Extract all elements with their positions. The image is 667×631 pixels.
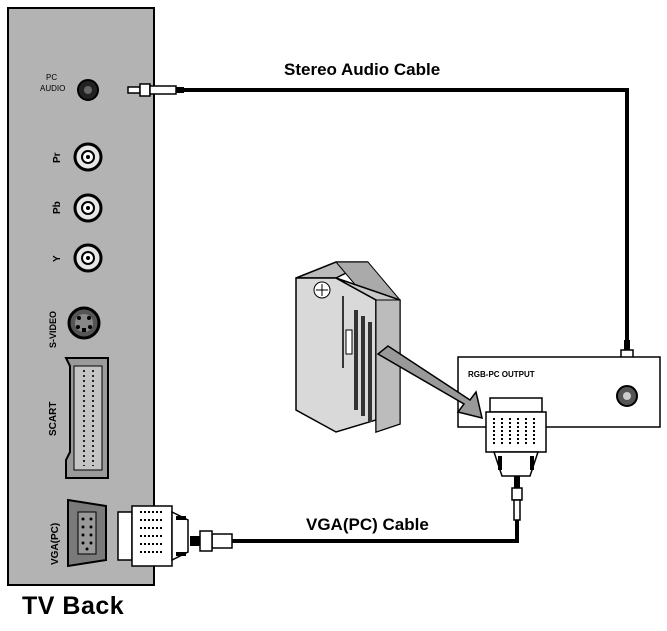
s-video-label: S-VIDEO [48,311,58,348]
pc-tower [295,261,402,434]
rgb-pc-output-label: RGB-PC OUTPUT [468,370,535,379]
tv-back-panel [7,7,155,586]
y-jack [73,243,103,273]
vga-pc-port [67,498,107,568]
scart-connector [64,357,109,479]
vga-pc-label: VGA(PC) [50,523,61,565]
scart-label: SCART [48,402,59,436]
pr-jack [73,142,103,172]
pb-label: Pb [52,201,63,214]
s-video-jack [67,306,101,340]
pointer-arrow [376,345,484,420]
y-label: Y [52,255,63,262]
pc-audio-label-line1: PC [46,73,57,82]
pr-label: Pr [52,152,63,163]
pc-audio-jack [77,79,99,101]
pb-jack [73,193,103,223]
tv-back-caption: TV Back [22,592,125,620]
vga-plug-tv-side [117,505,189,567]
pc-audio-label-line2: AUDIO [40,84,65,93]
vga-cable [190,520,519,552]
vga-pc-cable-label: VGA(PC) Cable [306,515,429,534]
stereo-audio-cable-label: Stereo Audio Cable [284,60,440,79]
vga-plug-pc-side [485,397,547,521]
